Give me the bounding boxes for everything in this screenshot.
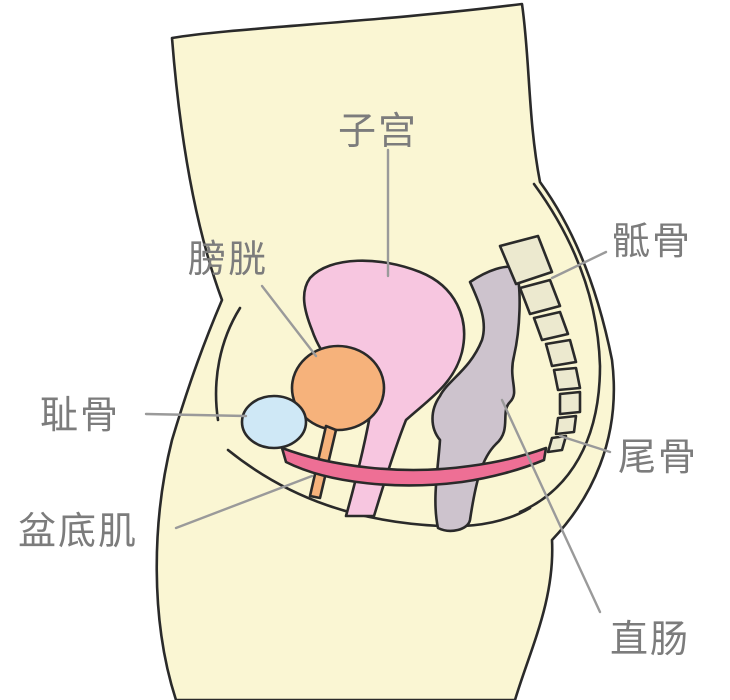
label-uterus: 子宫 <box>338 109 419 153</box>
leader-pelvic-floor <box>174 474 314 530</box>
leader-pubic-bone <box>144 412 248 418</box>
label-pubic-bone: 耻骨 <box>40 393 121 437</box>
leader-sacrum <box>550 250 608 280</box>
bladder-shape <box>290 344 386 432</box>
label-coccyx: 尾骨 <box>618 435 699 479</box>
coccyx-vertebrae <box>546 390 582 454</box>
pelvic-cavity-front-line <box>214 306 242 422</box>
leader-rectum <box>500 398 602 614</box>
pelvic-floor-muscle-shape <box>280 446 548 487</box>
pelvic-outlet-curve <box>226 448 532 528</box>
label-rectum: 直肠 <box>610 617 691 661</box>
pubic-bone-shape <box>240 394 308 450</box>
label-pelvic-floor: 盆底肌 <box>18 509 139 553</box>
leader-coccyx <box>558 434 612 454</box>
leader-bladder <box>260 284 318 358</box>
rectum-shape <box>431 265 521 533</box>
label-sacrum: 骶骨 <box>612 219 693 263</box>
sacrum-vertebrae <box>498 234 582 392</box>
label-bladder: 膀胱 <box>188 237 269 281</box>
pelvic-cavity-back-line <box>518 182 602 514</box>
